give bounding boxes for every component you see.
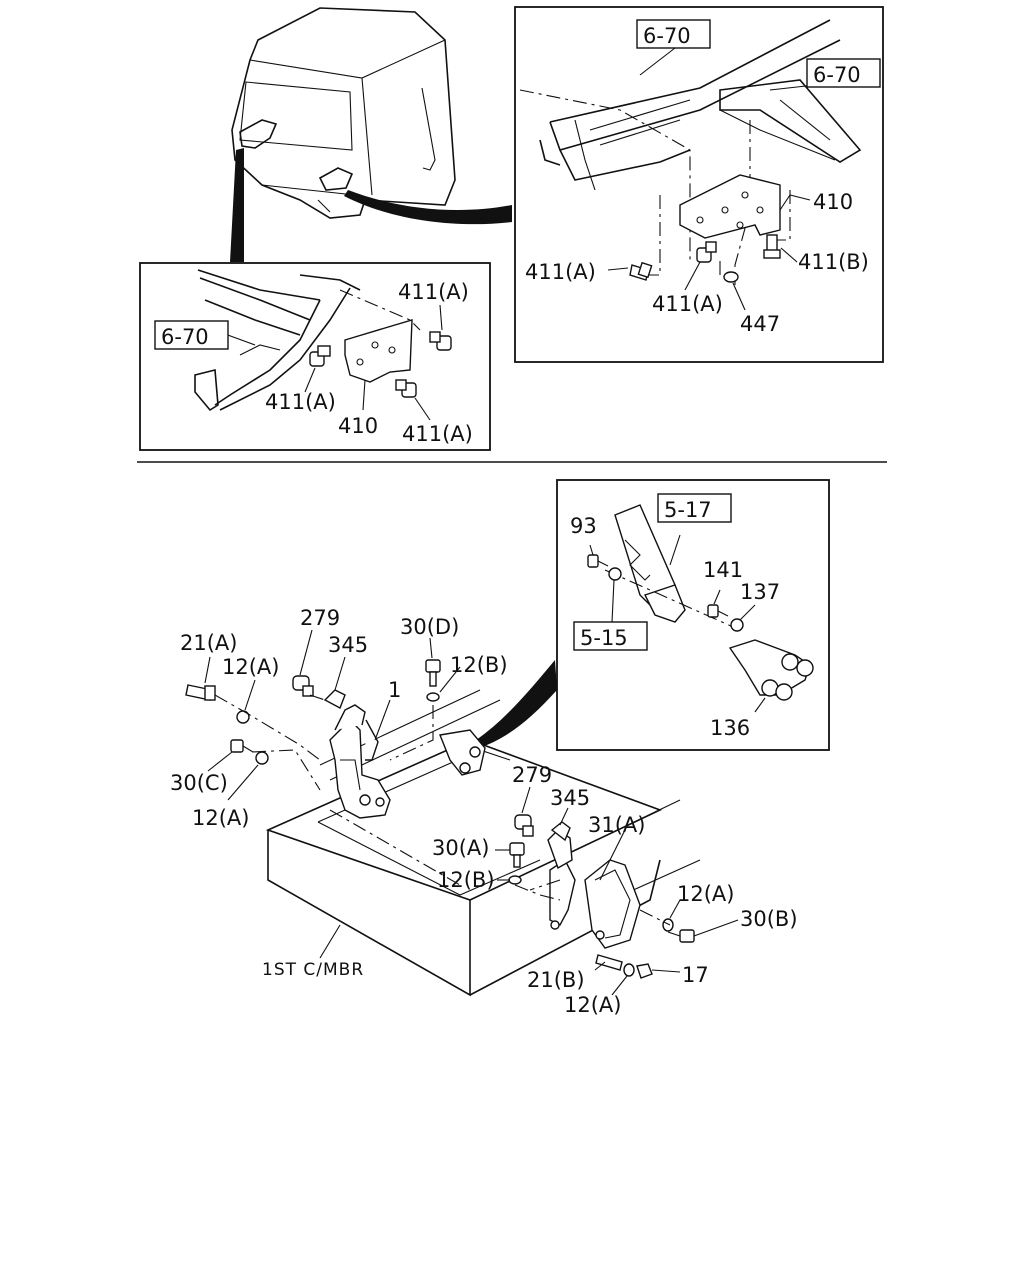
mount-rubber-main <box>439 729 486 776</box>
label-345: 345 <box>328 633 368 657</box>
bolt-30d-icon <box>425 659 441 687</box>
panel-frame-bracket-lh <box>139 262 491 451</box>
washer-12a-icon <box>662 918 674 932</box>
label-21a: 21(A) <box>180 631 237 655</box>
nut-17-icon <box>636 963 653 979</box>
label-410: 410 <box>813 190 853 214</box>
label-21b: 21(B) <box>527 968 585 992</box>
label-12a: 12(A) <box>677 882 734 906</box>
label-12a: 12(A) <box>192 806 249 830</box>
main-assembly-illustration <box>185 629 739 997</box>
ref-label-6-70: 6-70 <box>643 24 691 48</box>
washer-137-icon <box>730 618 744 632</box>
truck-cab-illustration <box>231 7 456 219</box>
label-410: 410 <box>338 414 378 438</box>
ref-label-6-70: 6-70 <box>161 325 209 349</box>
label-30a: 30(A) <box>432 836 489 860</box>
reference-box-5-17: 5-17 <box>657 493 732 523</box>
callout-wedge-right <box>344 190 512 225</box>
label-411a: 411(A) <box>525 260 596 284</box>
bracket-410-lh <box>344 319 413 383</box>
reference-box-5-15: 5-15 <box>573 621 648 651</box>
washer-12b-icon <box>426 692 440 702</box>
label-12a: 12(A) <box>564 993 621 1017</box>
clip-345-icon <box>550 821 571 842</box>
label-1: 1 <box>388 678 401 702</box>
label-12a: 12(A) <box>222 655 279 679</box>
label-411a: 411(A) <box>398 280 469 304</box>
ref-label-5-15: 5-15 <box>580 626 628 650</box>
reference-box-6-70-c: 6-70 <box>154 320 229 350</box>
washer-12b-icon <box>508 875 522 885</box>
panel-frame-bracket-rh <box>514 6 884 363</box>
label-279: 279 <box>300 606 340 630</box>
reference-box-6-70-a: 6-70 <box>636 19 711 49</box>
label-136: 136 <box>710 716 750 740</box>
label-411a: 411(A) <box>265 390 336 414</box>
bolt-30a-icon <box>509 842 525 868</box>
engine-mount-bracket-1 <box>329 719 391 819</box>
label-411a: 411(A) <box>652 292 723 316</box>
bolt-141-icon <box>707 604 729 618</box>
label-279: 279 <box>512 763 552 787</box>
label-31a: 31(A) <box>588 813 645 837</box>
bolt-279-icon <box>514 814 534 837</box>
label-30d: 30(D) <box>400 615 459 639</box>
bracket-410-rh <box>679 174 781 239</box>
ref-label-5-17: 5-17 <box>664 498 712 522</box>
bolt-411a-mid-icon <box>696 241 717 263</box>
engine-mount-bracket-31a <box>584 859 641 949</box>
label-30c: 30(C) <box>170 771 228 795</box>
label-17: 17 <box>682 963 709 987</box>
label-93: 93 <box>570 514 597 538</box>
label-137: 137 <box>740 580 780 604</box>
label-12b: 12(B) <box>437 868 495 892</box>
bolt-30b-icon <box>667 929 695 943</box>
bolt-411a-left-icon <box>629 261 653 281</box>
bolt-21a-icon <box>185 684 216 701</box>
bolt-93-icon <box>587 554 609 568</box>
panel-frame-mount-detail <box>556 479 830 751</box>
bolt-30c-icon <box>230 739 254 753</box>
label-141: 141 <box>703 558 743 582</box>
bolt-279-icon <box>292 675 314 697</box>
ref-label-6-70: 6-70 <box>813 63 861 87</box>
bolt-411a-icon <box>429 331 452 351</box>
washer-icon <box>608 567 622 581</box>
label-first-crossmember: 1ST C/MBR <box>262 960 364 980</box>
callout-wedge-inset <box>476 660 557 748</box>
reference-box-6-70-b: 6-70 <box>806 58 881 88</box>
label-12b: 12(B) <box>450 653 508 677</box>
washer-12a-icon <box>255 751 269 765</box>
washer-12a-icon <box>623 963 635 977</box>
bolt-411b-icon <box>763 234 781 259</box>
label-345: 345 <box>550 786 590 810</box>
label-30b: 30(B) <box>740 907 798 931</box>
clip-345-icon <box>323 689 346 709</box>
washer-447-icon <box>723 271 739 283</box>
label-411b: 411(B) <box>798 250 869 274</box>
label-411a: 411(A) <box>402 422 473 446</box>
bolt-411a-icon <box>309 345 331 367</box>
label-447: 447 <box>740 312 780 336</box>
bolt-411a-icon <box>395 379 417 398</box>
callout-wedge-left <box>230 148 244 262</box>
stud-21b-icon <box>595 954 623 971</box>
